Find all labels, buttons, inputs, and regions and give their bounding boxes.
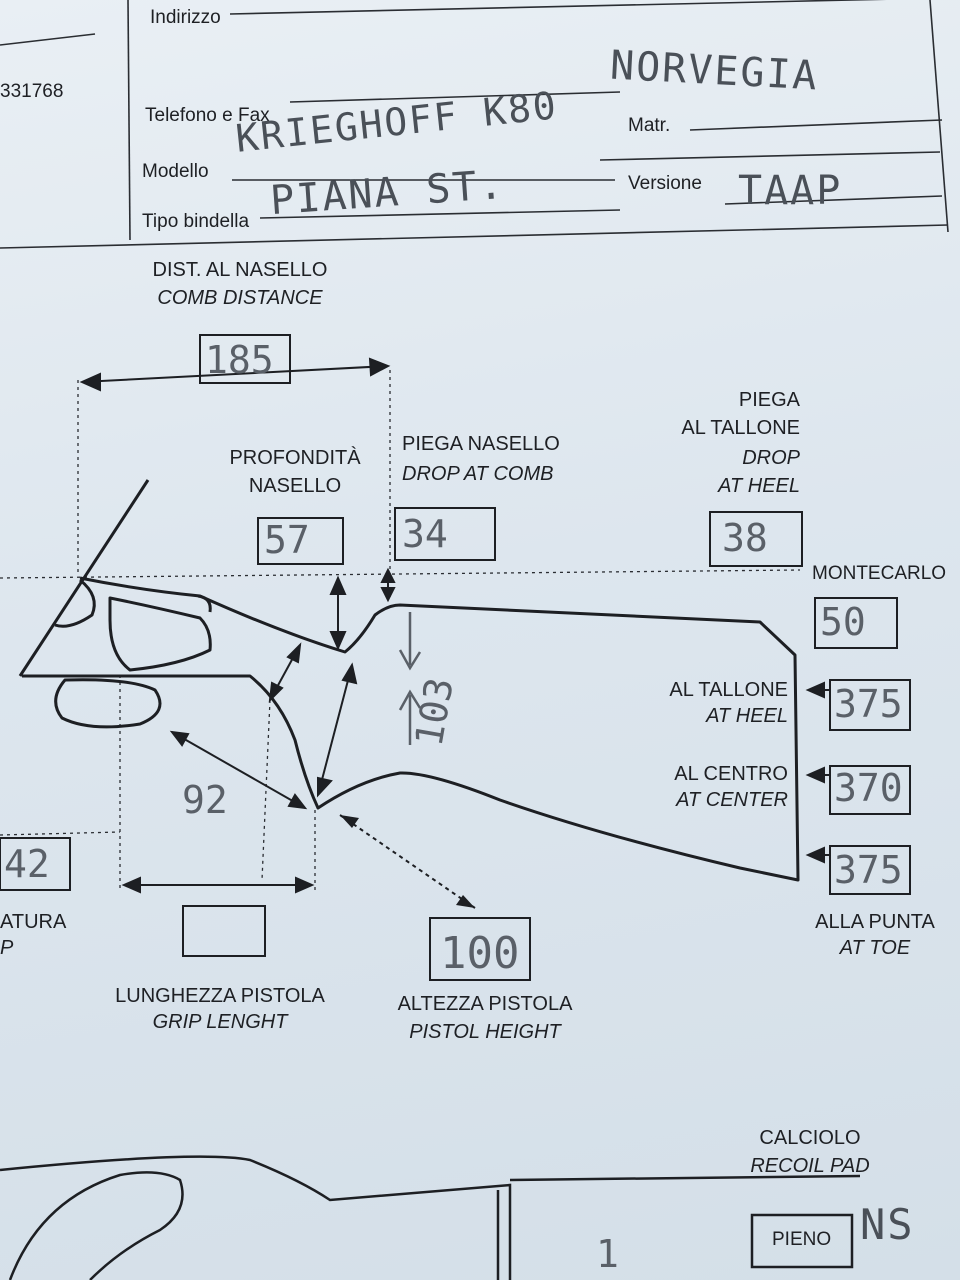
grip-diagonal-value: 92 [182,778,228,822]
matr-label: Matr. [628,115,671,136]
length-heel-label-en: AT HEEL [706,705,788,727]
dimension-arrows [79,357,830,894]
recoil-pad-label-it: CALCIOLO [759,1127,861,1149]
length-center-value: 370 [834,766,903,810]
length-toe-label-it: ALLA PUNTA [815,911,935,933]
stock-outline [18,479,800,882]
comb-depth-label-1: PROFONDITÀ [229,447,361,469]
drop-at-heel-label-en-1: DROP [742,447,800,469]
reference-lines [0,370,801,890]
recoil-pad-handwritten: NS [860,1200,915,1249]
versione-label: Versione [628,173,702,194]
pistol-height-label-en: PISTOL HEIGHT [409,1021,561,1043]
length-heel-value: 375 [834,682,903,726]
pistol-height-arrow [339,814,476,909]
left-partial-label-2: P [0,937,14,959]
pistol-height-value: 100 [440,928,520,979]
header-form-lines [0,0,949,249]
grip-length-label-it: LUNGHEZZA PISTOLA [115,985,325,1007]
length-toe-label-en: AT TOE [839,937,911,959]
comb-depth-label-2: NASELLO [248,475,342,497]
comb-depth-value: 57 [264,518,310,562]
length-center-label-en: AT CENTER [676,789,788,811]
indirizzo-label: Indirizzo [150,7,221,28]
telefono-label: Telefono e Fax [145,105,270,126]
drop-at-heel-value: 38 [722,516,768,560]
versione-handwritten: TAAP [738,168,843,214]
drop-at-comb-value: 34 [402,512,448,556]
length-toe-value: 375 [834,848,903,892]
drop-at-comb-label-en: DROP AT COMB [402,463,554,485]
bottom-diagram [0,1155,861,1280]
tipo-bindella-label: Tipo bindella [142,211,250,232]
phone-fragment: 331768 [0,81,64,102]
value-boxes [0,334,911,981]
recoil-pad-partial-digits: 1 [596,1232,619,1276]
pistol-height-label-it: ALTEZZA PISTOLA [397,993,573,1015]
recoil-pad-option: PIENO [772,1229,832,1250]
drop-at-comb-label-it: PIEGA NASELLO [402,433,560,455]
comb-distance-label-en: COMB DISTANCE [157,287,323,309]
handwritten-arrows [398,612,422,745]
montecarlo-value: 50 [820,600,866,644]
left-partial-label-1: ATURA [0,911,67,933]
recoil-pad-label-en: RECOIL PAD [750,1155,870,1177]
comb-distance-label-it: DIST. AL NASELLO [152,259,328,281]
length-heel-label-it: AL TALLONE [669,679,788,701]
pistol-height-arrowheads [340,815,475,908]
drop-at-heel-label-it-2: AL TALLONE [681,417,800,439]
montecarlo-label: MONTECARLO [812,563,947,584]
modello-label: Modello [142,161,209,182]
drop-at-heel-label-it-1: PIEGA [738,389,800,411]
drop-at-heel-label-en-2: AT HEEL [718,475,800,497]
length-center-label-it: AL CENTRO [674,763,788,785]
left-partial-value: 42 [4,842,50,886]
grip-length-label-en: GRIP LENGHT [152,1011,288,1033]
comb-distance-value: 185 [205,338,274,382]
